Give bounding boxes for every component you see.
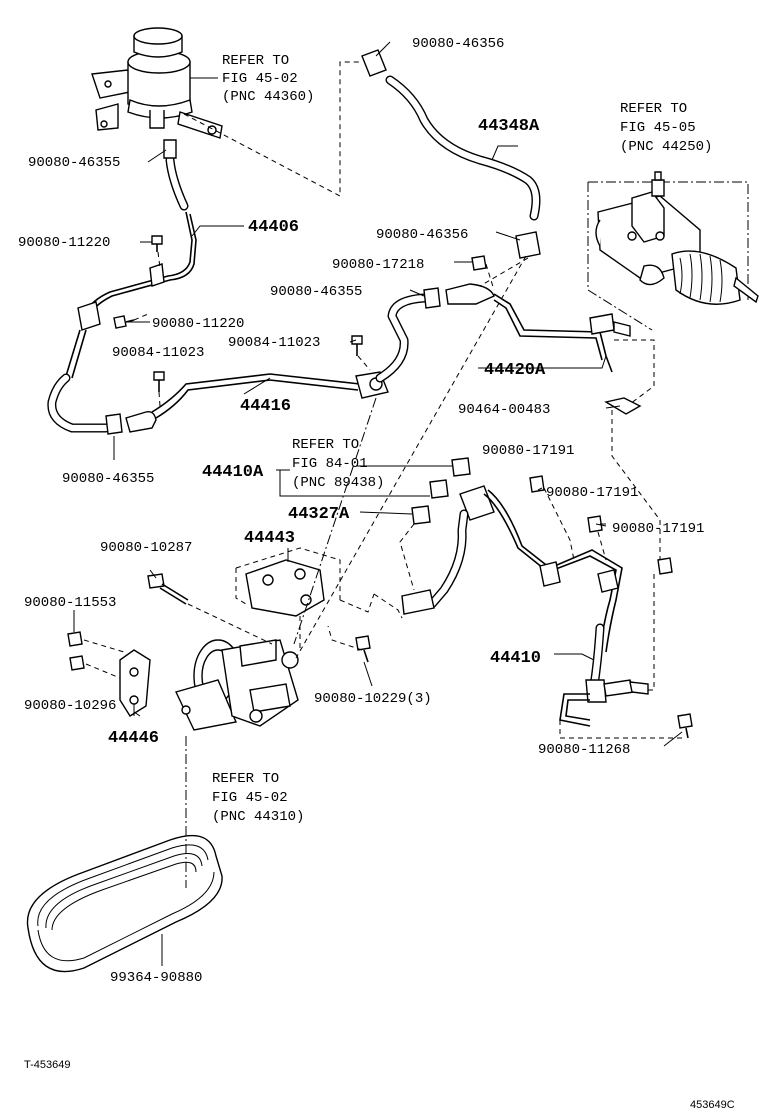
nut-90080-17191-b[interactable]	[587, 515, 603, 533]
nut-90080-17191-a[interactable]	[529, 475, 545, 493]
label-90080-11220-b: 90080-11220	[152, 316, 244, 332]
label-90080-11268: 90080-11268	[538, 742, 630, 758]
label-refer-gear-line1: REFER TO	[620, 101, 687, 117]
bolt-90084-11023-b[interactable]	[351, 335, 363, 356]
label-44443: 44443	[244, 529, 295, 548]
label-44348A: 44348A	[478, 117, 540, 136]
label-90080-46356-top: 90080-46356	[412, 36, 504, 52]
bracket-44446[interactable]	[119, 649, 151, 717]
label-90084-11023-b: 90084-11023	[228, 335, 320, 351]
clip-90464-00483[interactable]	[604, 397, 642, 415]
label-refer-pump-line2: FIG 45-02	[212, 790, 288, 806]
bolt-90080-11268[interactable]	[677, 713, 693, 739]
pressure-hose-44410[interactable]	[401, 485, 649, 727]
bracket-44443[interactable]	[235, 547, 341, 617]
label-44410A: 44410A	[202, 463, 264, 482]
label-refer-gear-line2: FIG 45-05	[620, 120, 696, 136]
label-90464-00483: 90464-00483	[458, 402, 550, 418]
bolt-90080-11220-a[interactable]	[151, 235, 163, 252]
label-44420A: 44420A	[484, 361, 546, 380]
label-90080-46355-c: 90080-46355	[62, 471, 154, 487]
label-90080-46355-b: 90080-46355	[270, 284, 362, 300]
label-99364-90880: 99364-90880	[110, 970, 202, 986]
steering-gear-assembly[interactable]	[587, 171, 759, 331]
v-ribbed-belt[interactable]	[26, 834, 223, 973]
suction-hose-44348A[interactable]	[361, 49, 541, 259]
footer-drawing-id-left: T-453649	[24, 1059, 70, 1071]
label-refer-sensor-line1: REFER TO	[292, 437, 359, 453]
bolt-90080-10287[interactable]	[147, 573, 189, 605]
label-90080-10296: 90080-10296	[24, 698, 116, 714]
label-90080-17191-b: 90080-17191	[546, 485, 638, 501]
nut-90080-17191-c[interactable]	[657, 557, 673, 575]
leader-lines	[73, 41, 683, 966]
clamp-90080-17218[interactable]	[471, 255, 487, 271]
return-hose-44406[interactable]	[47, 139, 197, 435]
tube-44420A[interactable]	[445, 283, 631, 373]
label-90080-10287: 90080-10287	[100, 540, 192, 556]
label-refer-pump-line1: REFER TO	[212, 771, 279, 787]
label-90080-46356-mid: 90080-46356	[376, 227, 468, 243]
label-90080-17191-a: 90080-17191	[482, 443, 574, 459]
label-refer-sensor-line3: (PNC 89438)	[292, 475, 384, 491]
label-90080-17191-c: 90080-17191	[612, 521, 704, 537]
bolt-90080-11553[interactable]	[67, 631, 83, 647]
label-refer-reservoir-line3: (PNC 44360)	[222, 89, 314, 105]
label-90080-11553: 90080-11553	[24, 595, 116, 611]
label-90080-10229: 90080-10229(3)	[314, 691, 432, 707]
bolt-90080-10229[interactable]	[355, 635, 371, 663]
label-44416: 44416	[240, 397, 291, 416]
label-90084-11023-a: 90084-11023	[112, 345, 204, 361]
label-44410: 44410	[490, 649, 541, 668]
footer-drawing-id-right: 453649C	[690, 1099, 735, 1111]
label-refer-sensor-line2: FIG 84-01	[292, 456, 368, 472]
pressure-tube-44416[interactable]	[125, 371, 389, 433]
label-refer-reservoir-line2: FIG 45-02	[222, 71, 298, 87]
bolt-90080-11220-b[interactable]	[113, 315, 135, 329]
label-refer-pump-line3: (PNC 44310)	[212, 809, 304, 825]
power-steering-pump[interactable]	[175, 639, 299, 731]
label-90080-11220-a: 90080-11220	[18, 235, 110, 251]
reservoir-tank[interactable]	[91, 27, 223, 139]
label-refer-gear-line3: (PNC 44250)	[620, 139, 712, 155]
label-44406: 44406	[248, 218, 299, 237]
bolt-90080-10296[interactable]	[69, 655, 85, 671]
bolt-90084-11023-a[interactable]	[153, 371, 165, 392]
assembly-guide-lines	[83, 61, 686, 888]
label-90080-17218: 90080-17218	[332, 257, 424, 273]
hose-mid-90080-46355[interactable]	[375, 287, 441, 383]
part-labels: 90080-46356 REFER TO FIG 45-02 (PNC 4436…	[18, 36, 735, 1111]
label-44327A: 44327A	[288, 505, 350, 524]
label-44446: 44446	[108, 729, 159, 748]
label-90080-46355-a: 90080-46355	[28, 155, 120, 171]
label-refer-reservoir-line1: REFER TO	[222, 53, 289, 69]
pressure-sensor[interactable]	[411, 457, 471, 525]
